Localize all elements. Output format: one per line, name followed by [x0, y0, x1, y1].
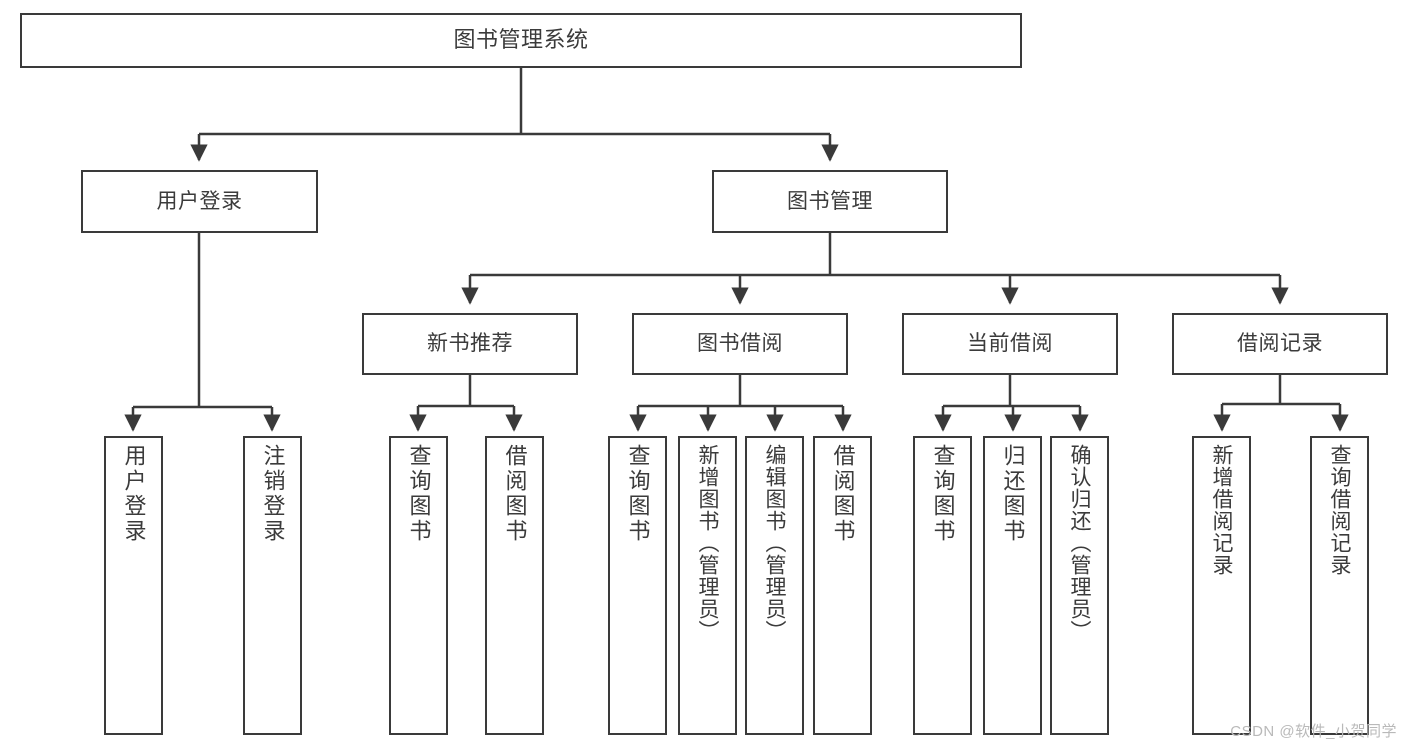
node-leaf-user-logout-label: 注销登录: [260, 444, 286, 544]
node-leaf-return-book-label: 归还图书: [1000, 444, 1026, 544]
node-leaf-return-book[interactable]: 归还图书: [983, 436, 1042, 735]
node-leaf-query-record-label: 查询借阅记录: [1328, 444, 1351, 576]
node-leaf-query-record[interactable]: 查询借阅记录: [1310, 436, 1369, 735]
node-book-manage[interactable]: 图书管理: [712, 170, 948, 233]
node-leaf-confirm-return-label: 确认归还（管理员）: [1068, 444, 1091, 642]
node-user-login[interactable]: 用户登录: [81, 170, 318, 233]
node-current-borrow-label: 当前借阅: [967, 332, 1053, 356]
node-leaf-add-book[interactable]: 新增图书（管理员）: [678, 436, 737, 735]
node-leaf-query-book-2[interactable]: 查询图书: [608, 436, 667, 735]
node-new-book-recommend[interactable]: 新书推荐: [362, 313, 578, 375]
node-root[interactable]: 图书管理系统: [20, 13, 1022, 68]
node-book-borrow-label: 图书借阅: [697, 332, 783, 356]
node-leaf-borrow-book-2[interactable]: 借阅图书: [813, 436, 872, 735]
node-leaf-add-book-label: 新增图书（管理员）: [696, 444, 719, 642]
watermark: CSDN @软件_小贺同学: [1230, 723, 1397, 740]
node-borrow-record[interactable]: 借阅记录: [1172, 313, 1388, 375]
node-leaf-query-book-2-label: 查询图书: [625, 444, 651, 544]
node-leaf-query-book-1-label: 查询图书: [406, 444, 432, 544]
node-leaf-query-book-3[interactable]: 查询图书: [913, 436, 972, 735]
node-leaf-confirm-return[interactable]: 确认归还（管理员）: [1050, 436, 1109, 735]
node-leaf-user-login[interactable]: 用户登录: [104, 436, 163, 735]
node-root-label: 图书管理系统: [453, 27, 589, 53]
node-leaf-edit-book[interactable]: 编辑图书（管理员）: [745, 436, 804, 735]
node-leaf-borrow-book-1[interactable]: 借阅图书: [485, 436, 544, 735]
node-leaf-user-login-label: 用户登录: [121, 444, 147, 544]
node-leaf-borrow-book-2-label: 借阅图书: [830, 444, 856, 544]
node-leaf-user-logout[interactable]: 注销登录: [243, 436, 302, 735]
node-user-login-label: 用户登录: [156, 189, 243, 213]
node-current-borrow[interactable]: 当前借阅: [902, 313, 1118, 375]
node-new-book-recommend-label: 新书推荐: [427, 332, 513, 356]
node-book-manage-label: 图书管理: [787, 189, 873, 213]
node-leaf-add-record[interactable]: 新增借阅记录: [1192, 436, 1251, 735]
node-borrow-record-label: 借阅记录: [1237, 332, 1323, 356]
node-book-borrow[interactable]: 图书借阅: [632, 313, 848, 375]
node-leaf-borrow-book-1-label: 借阅图书: [502, 444, 528, 544]
node-leaf-query-book-3-label: 查询图书: [930, 444, 956, 544]
node-leaf-query-book-1[interactable]: 查询图书: [389, 436, 448, 735]
node-leaf-edit-book-label: 编辑图书（管理员）: [763, 444, 786, 642]
node-leaf-add-record-label: 新增借阅记录: [1210, 444, 1233, 576]
